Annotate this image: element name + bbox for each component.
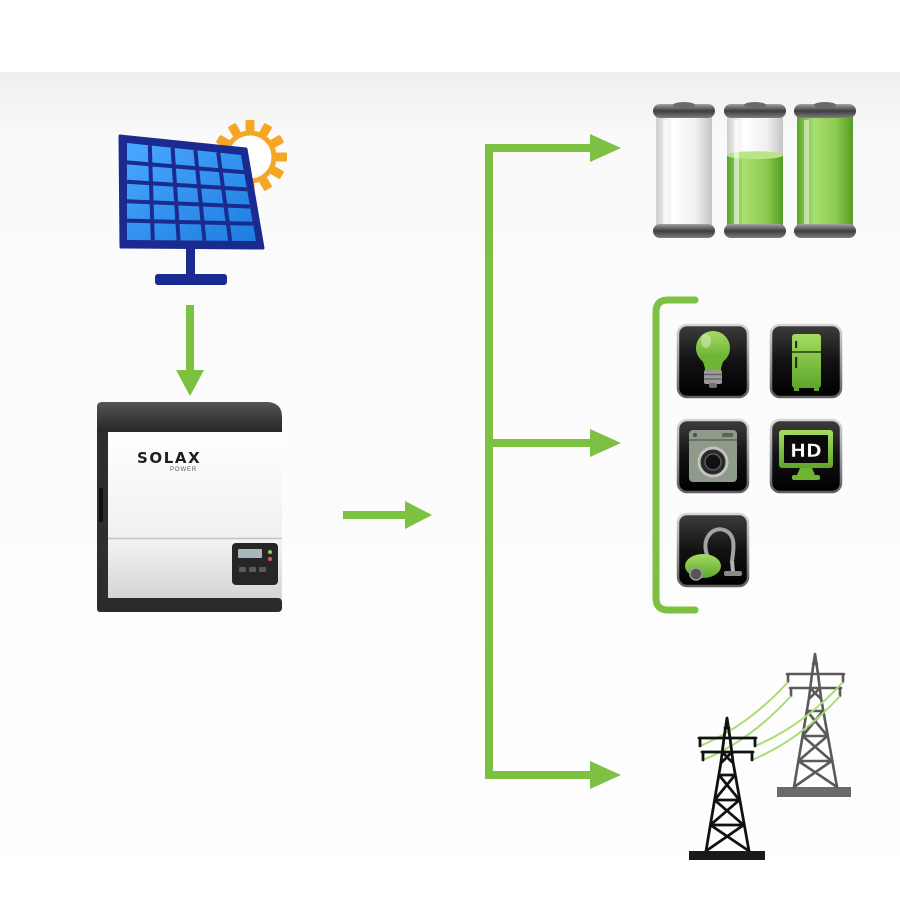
appliance-grid: HD xyxy=(676,323,843,588)
battery-highlight xyxy=(734,120,739,224)
battery-terminal xyxy=(744,102,766,108)
bulb-shine xyxy=(701,334,711,348)
inverter-side-slot xyxy=(99,488,103,522)
arrow-head xyxy=(590,761,621,789)
panel-cell-grid xyxy=(126,145,254,242)
inverter-icon: SOLAX POWER xyxy=(97,402,282,612)
tv-stand-neck xyxy=(797,468,815,475)
inverter-front-panel xyxy=(108,432,282,538)
power-lines xyxy=(699,681,844,761)
vacuum-cleaner-tile xyxy=(676,512,750,588)
battery-bank xyxy=(653,102,856,238)
tv-stand-base xyxy=(792,475,820,480)
arrow-shaft xyxy=(489,144,593,152)
inverter-button xyxy=(239,567,246,572)
vacuum-wheel xyxy=(689,567,703,581)
light-bulb-icon xyxy=(696,331,730,388)
arrow-panel-to-inverter xyxy=(176,305,204,396)
washing-machine-tile xyxy=(676,418,750,494)
panel-stand-post xyxy=(186,246,195,276)
vacuum-wand xyxy=(730,560,735,573)
arrow-to-batteries xyxy=(489,134,621,162)
battery-highlight xyxy=(663,120,668,224)
arrow-head xyxy=(176,370,204,396)
battery-top-cap xyxy=(653,104,715,118)
status-led-red xyxy=(268,557,272,561)
battery-highlight xyxy=(804,120,809,224)
battery-empty-icon xyxy=(653,102,715,238)
battery-top-cap xyxy=(794,104,856,118)
power-line xyxy=(754,681,844,747)
inverter-base xyxy=(97,598,282,612)
bulb-neck xyxy=(700,356,726,370)
fridge-foot xyxy=(814,388,819,391)
battery-full-icon xyxy=(794,102,856,238)
arrow-head xyxy=(590,429,621,457)
hd-tv-icon: HD xyxy=(779,430,833,480)
inverter-sub-brand: POWER xyxy=(170,467,197,473)
arrow-inverter-to-distribution xyxy=(343,501,432,529)
inverter-display-unit xyxy=(232,543,278,585)
hd-tv-tile: HD xyxy=(769,418,843,494)
refrigerator-icon xyxy=(792,334,821,391)
vacuum-head xyxy=(724,571,742,576)
power-line xyxy=(702,695,792,761)
washing-machine-icon xyxy=(689,430,737,482)
fridge-foot xyxy=(794,388,799,391)
inverter-button xyxy=(259,567,266,572)
washer-knob xyxy=(693,433,697,437)
battery-top-cap xyxy=(724,104,786,118)
fridge-body xyxy=(792,334,821,388)
inverter-top-cover xyxy=(97,402,282,432)
washer-drum xyxy=(704,453,722,471)
tv-hd-label: HD xyxy=(790,440,822,462)
arrow-head xyxy=(590,134,621,162)
battery-bottom-cap xyxy=(794,224,856,238)
panel-cells xyxy=(127,143,256,241)
battery-terminal xyxy=(673,102,695,108)
inverter-button xyxy=(249,567,256,572)
appliances-bracket xyxy=(652,296,699,614)
arrow-to-grid xyxy=(489,761,621,789)
power-line xyxy=(699,681,789,747)
refrigerator-tile xyxy=(769,323,843,399)
inverter-brand: SOLAX xyxy=(137,449,201,467)
arrow-head xyxy=(405,501,432,529)
inverter-lcd-screen xyxy=(238,549,262,558)
arrow-shaft xyxy=(489,771,593,779)
solar-panel-icon xyxy=(118,134,265,285)
vacuum-hose xyxy=(703,527,736,563)
battery-terminal xyxy=(814,102,836,108)
battery-bottom-cap xyxy=(724,224,786,238)
tower-lattice xyxy=(697,716,758,853)
distribution-trunk xyxy=(485,144,493,779)
washer-detergent-tray xyxy=(722,433,733,437)
tower-base xyxy=(689,851,765,860)
vacuum-cleaner-icon xyxy=(685,527,742,581)
sun-ray xyxy=(276,152,287,162)
arrow-shaft xyxy=(489,439,593,447)
arrow-shaft xyxy=(186,305,194,373)
power-line xyxy=(751,695,841,761)
tower-base xyxy=(777,787,851,797)
battery-half-icon xyxy=(724,102,786,238)
tv-screen xyxy=(784,435,828,463)
arrow-shaft xyxy=(343,511,409,519)
flow-arrows xyxy=(176,134,621,789)
status-led-green xyxy=(268,550,272,554)
sun-ray xyxy=(245,120,255,131)
power-grid-towers-icon xyxy=(689,652,851,860)
bulb-thread xyxy=(704,373,722,380)
fridge-handle xyxy=(795,341,798,348)
bulb-base xyxy=(704,370,722,384)
battery-charge-surface xyxy=(727,151,783,160)
bulb-tip xyxy=(709,383,717,388)
front-tower xyxy=(689,716,765,860)
battery-bottom-cap xyxy=(653,224,715,238)
panel-stand-base xyxy=(155,274,227,285)
light-bulb-tile xyxy=(676,323,750,399)
arrow-to-appliances xyxy=(489,429,621,457)
fridge-handle xyxy=(795,357,798,368)
